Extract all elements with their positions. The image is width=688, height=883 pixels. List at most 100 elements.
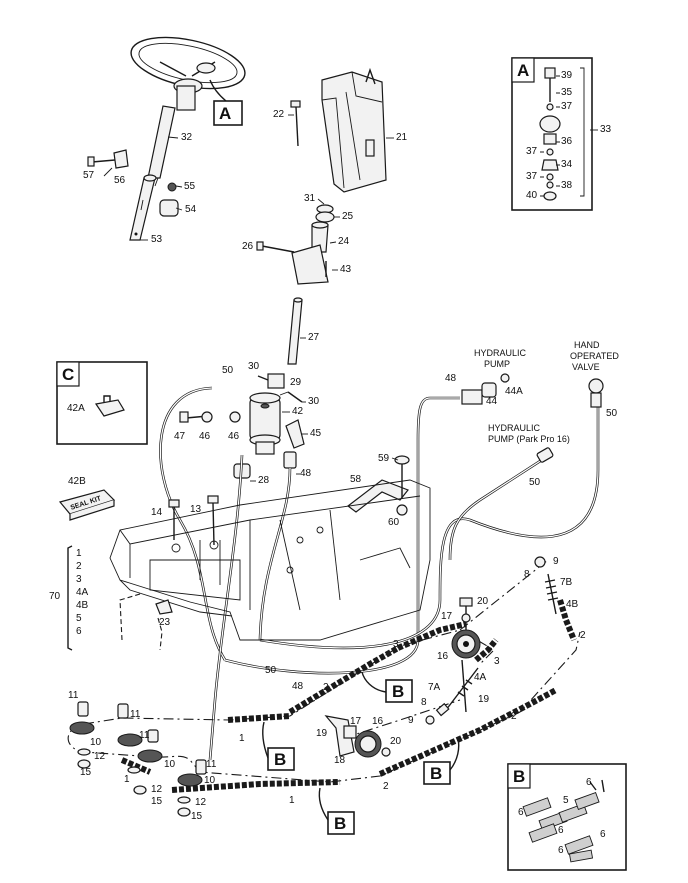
kit-item: 4B [76, 600, 89, 611]
label-28: 28 [258, 475, 270, 486]
seal-kit-box [58, 489, 116, 521]
label-60: 60 [388, 517, 400, 528]
label-29: 29 [290, 377, 302, 388]
kit-item: 1 [76, 548, 82, 559]
label-30a: 30 [248, 361, 260, 372]
label-b6d: 6 [600, 829, 606, 840]
callout-a-panel-letter: A [517, 61, 530, 80]
label-50d: 50 [265, 665, 277, 676]
label-7b: 7B [560, 577, 573, 588]
callout-b-tag-4 [318, 787, 355, 835]
bracket-56 [113, 149, 129, 169]
label-14: 14 [151, 507, 163, 518]
label-42b: 42B [68, 476, 86, 487]
caption-valve: VALVE [572, 362, 600, 372]
callout-b-letter-2: B [274, 750, 287, 769]
label-9b: 9 [408, 715, 414, 726]
label-59: 59 [378, 453, 390, 464]
label-7a: 7A [428, 682, 441, 693]
bolt-57 [87, 156, 116, 167]
label-22: 22 [273, 109, 285, 120]
label-23: 23 [159, 617, 171, 628]
label-10a: 10 [90, 737, 102, 748]
label-50a: 50 [222, 365, 234, 376]
label-17b: 17 [350, 716, 362, 727]
kit-item: 6 [76, 626, 82, 637]
washer-46b [229, 411, 241, 423]
kit-item: 5 [76, 613, 82, 624]
label-1c: 1 [289, 795, 295, 806]
callout-b-tag-1 [361, 671, 413, 703]
label-b6c: 6 [558, 825, 564, 836]
label-26: 26 [242, 241, 254, 252]
label-31: 31 [304, 193, 316, 204]
label-11d: 11 [206, 759, 217, 770]
caption-hydraulic: HYDRAULIC [474, 348, 527, 358]
shaft-27 [287, 297, 303, 365]
label-54: 54 [185, 204, 197, 215]
label-3b: 3 [494, 656, 500, 667]
callout-a-letter: A [219, 104, 232, 123]
label-b6e: 6 [558, 845, 564, 856]
label-15b: 15 [151, 796, 163, 807]
label-25: 25 [342, 211, 354, 222]
chain-segment-2-upper [288, 645, 400, 715]
idler-assembly-18 [324, 715, 391, 758]
label-13: 13 [190, 504, 202, 515]
kit-list-brace [67, 545, 73, 651]
label-4b: 4B [566, 599, 579, 610]
sprocket-10c [177, 759, 207, 817]
label-37c: 37 [526, 171, 538, 182]
label-30b: 30 [308, 396, 320, 407]
leader-lines [103, 75, 598, 482]
sprocket-16-upper [451, 597, 481, 659]
label-56: 56 [114, 175, 126, 186]
bushing-25 [315, 211, 335, 223]
bolt-13 [207, 495, 219, 546]
label-47: 47 [174, 431, 186, 442]
label-48c: 48 [292, 681, 304, 692]
label-50b: 50 [606, 408, 618, 419]
callout-b-letter-4: B [334, 814, 347, 833]
label-48a: 48 [300, 468, 312, 479]
label-11b: 11 [130, 709, 141, 720]
caption-pump: PUMP [484, 359, 511, 369]
callout-b-letter-3: B [430, 764, 443, 783]
label-42: 42 [292, 406, 304, 417]
coupler-29 [257, 373, 303, 403]
chain-segment-1-lower [171, 779, 341, 793]
label-10b: 10 [164, 759, 176, 770]
bolt-14 [168, 499, 180, 540]
washer-46a [201, 411, 213, 423]
callout-c-letter: C [62, 365, 75, 384]
label-8a: 8 [524, 569, 530, 580]
label-17a: 17 [441, 611, 453, 622]
chain-segment-4b [557, 599, 577, 642]
lower-column-tube [129, 174, 157, 241]
label-19b: 19 [316, 728, 328, 739]
tractor-frame [109, 479, 431, 641]
label-15a: 15 [80, 767, 92, 778]
callout-b-letter-1: B [392, 682, 405, 701]
label-50c: 50 [529, 477, 541, 488]
tension-rod-4b [534, 556, 559, 615]
label-32: 32 [181, 132, 193, 143]
label-10c: 10 [204, 775, 216, 786]
nut-60 [396, 504, 408, 516]
chain-segment-2-right [378, 687, 558, 777]
chain-segment-1-mid [227, 713, 291, 723]
callout-a-panel [511, 57, 593, 211]
chain-segment-3 [396, 621, 467, 651]
callout-a-tag [209, 79, 243, 126]
kit-list: 1 2 3 4A 4B 5 6 [76, 547, 88, 638]
caption-hyd-park: HYDRAULIC [488, 423, 541, 433]
callout-b-tag-2 [262, 721, 295, 771]
label-37a: 37 [561, 101, 573, 112]
label-18: 18 [334, 755, 346, 766]
label-53: 53 [151, 234, 163, 245]
label-43: 43 [340, 264, 352, 275]
label-40: 40 [526, 190, 538, 201]
chain-segment-3b [474, 638, 499, 663]
label-12b: 12 [151, 784, 163, 795]
